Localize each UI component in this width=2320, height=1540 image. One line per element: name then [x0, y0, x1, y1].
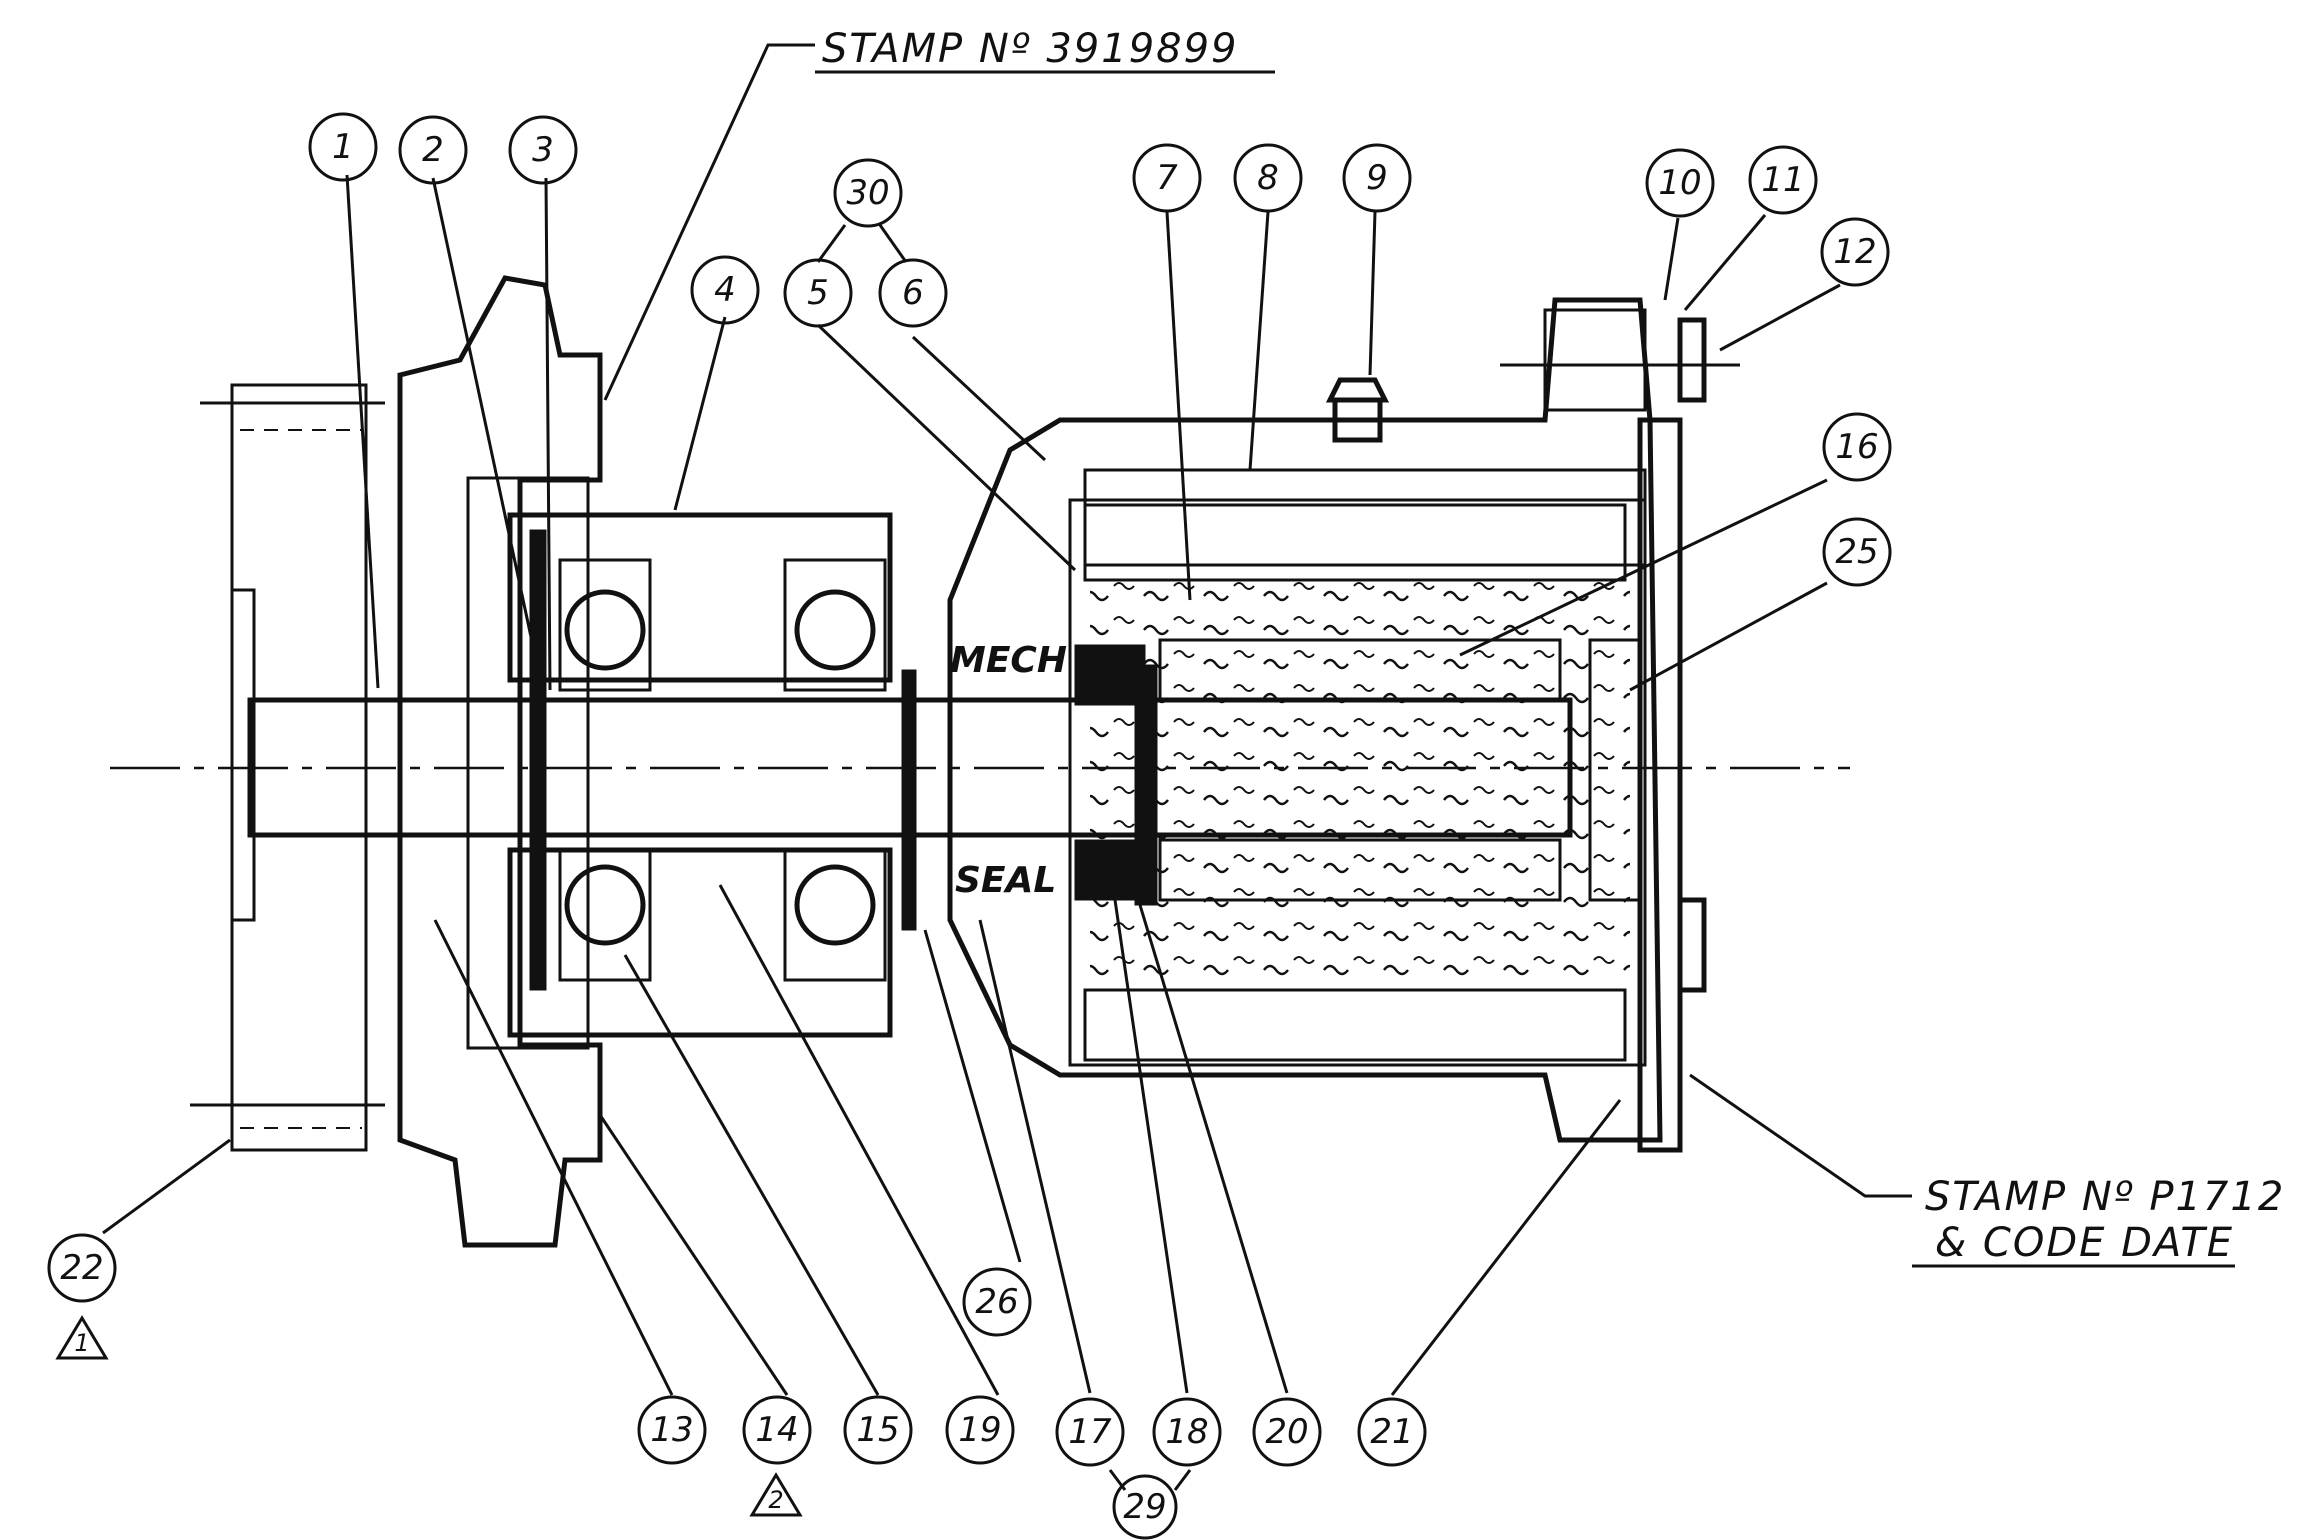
svg-text:14: 14	[755, 1410, 798, 1450]
circle-icon	[47, 1233, 117, 1303]
circle-icon	[878, 258, 948, 328]
circle-icon	[308, 112, 378, 182]
callout-13: 13	[637, 1395, 707, 1465]
mech-label: MECH	[950, 640, 1067, 681]
circle-icon	[962, 1267, 1032, 1337]
circle-icon	[1357, 1397, 1427, 1467]
svg-text:5: 5	[807, 273, 829, 313]
svg-text:2: 2	[422, 130, 444, 170]
circle-icon	[1233, 143, 1303, 213]
svg-text:7: 7	[1156, 158, 1178, 198]
stamp-right: STAMP Nº P1712 & CODE DATE	[1689, 1073, 2285, 1268]
svg-text:13: 13	[650, 1410, 693, 1450]
svg-text:2: 2	[768, 1486, 783, 1514]
circle-icon	[783, 258, 853, 328]
svg-text:22: 22	[60, 1248, 103, 1288]
svg-text:10: 10	[1658, 163, 1701, 203]
circle-icon	[843, 1395, 913, 1465]
circle-icon	[1132, 143, 1202, 213]
circle-icon	[1055, 1397, 1125, 1467]
circle-icon	[1645, 148, 1715, 218]
circle-icon	[742, 1395, 812, 1465]
callout-16: 16	[1822, 412, 1892, 482]
callout-18: 18	[1152, 1397, 1222, 1467]
callout-26: 26	[962, 1267, 1032, 1337]
svg-text:25: 25	[1835, 532, 1878, 572]
circle-icon	[1342, 143, 1412, 213]
callout-bubbles: 1 2 3 4 5 6 30 7 8 9 10 11 12 16 25 22 1…	[47, 112, 1892, 1540]
callout-25: 25	[1822, 517, 1892, 587]
end-cover	[1588, 317, 1707, 1153]
grease-fitting	[1325, 377, 1390, 443]
svg-text:9: 9	[1366, 158, 1388, 198]
callout-29: 29	[1112, 1474, 1178, 1540]
stamp-right-line1: STAMP Nº P1712	[1925, 1174, 2285, 1220]
callout-10: 10	[1645, 148, 1715, 218]
callout-4: 4	[690, 255, 760, 325]
circle-icon	[1252, 1397, 1322, 1467]
circle-icon	[1152, 1397, 1222, 1467]
stamp-right-line2: & CODE DATE	[1935, 1220, 2234, 1266]
callout-6: 6	[878, 258, 948, 328]
svg-text:19: 19	[958, 1410, 1001, 1450]
svg-text:30: 30	[846, 173, 889, 213]
triangle-icon: 2	[749, 1472, 803, 1517]
circle-icon	[1822, 517, 1892, 587]
svg-text:11: 11	[1761, 160, 1804, 200]
circle-icon	[833, 158, 903, 228]
svg-text:4: 4	[714, 270, 736, 310]
callout-1: 1	[308, 112, 378, 182]
front-bracket	[397, 275, 603, 1248]
circle-icon	[1820, 217, 1890, 287]
svg-text:29: 29	[1123, 1487, 1166, 1527]
callout-3: 3	[508, 115, 578, 185]
svg-text:1: 1	[74, 1329, 89, 1357]
callout-9: 9	[1342, 143, 1412, 213]
callout-30: 30	[833, 158, 903, 228]
leader-lines	[102, 174, 1841, 1491]
svg-text:1: 1	[332, 127, 354, 167]
callout-15: 15	[843, 1395, 913, 1465]
svg-text:6: 6	[902, 273, 924, 313]
circle-icon	[1112, 1474, 1178, 1540]
circle-icon	[398, 115, 468, 185]
callout-11: 11	[1748, 145, 1818, 215]
callout-5: 5	[783, 258, 853, 328]
svg-text:15: 15	[856, 1410, 899, 1450]
callout-14: 14	[742, 1395, 812, 1465]
svg-text:8: 8	[1257, 158, 1279, 198]
callout-17: 17	[1055, 1397, 1125, 1467]
callout-7: 7	[1132, 143, 1202, 213]
circle-icon	[637, 1395, 707, 1465]
circle-icon	[1748, 145, 1818, 215]
callout-12: 12	[1820, 217, 1890, 287]
triangle-icon: 1	[55, 1315, 109, 1360]
svg-text:26: 26	[975, 1282, 1018, 1322]
svg-text:20: 20	[1265, 1412, 1308, 1452]
callout-19: 19	[945, 1395, 1015, 1465]
svg-text:12: 12	[1833, 232, 1876, 272]
svg-text:3: 3	[532, 130, 554, 170]
seal-label: SEAL	[955, 860, 1056, 901]
circle-icon	[945, 1395, 1015, 1465]
ball-bearings	[564, 589, 876, 946]
callout-22: 22	[47, 1233, 117, 1303]
revision-markers: 1 2	[55, 1315, 803, 1517]
stamp-top: STAMP Nº 3919899	[603, 26, 1275, 401]
circle-icon	[1822, 412, 1892, 482]
callout-2: 2	[398, 115, 468, 185]
svg-text:21: 21	[1370, 1412, 1413, 1452]
pump-body	[947, 297, 1663, 1143]
callout-8: 8	[1233, 143, 1303, 213]
callout-20: 20	[1252, 1397, 1322, 1467]
stamp-top-text: STAMP Nº 3919899	[822, 26, 1239, 72]
bearing-housing	[507, 512, 893, 1038]
circle-icon	[690, 255, 760, 325]
callout-21: 21	[1357, 1397, 1427, 1467]
svg-text:16: 16	[1835, 427, 1878, 467]
svg-text:18: 18	[1165, 1412, 1208, 1452]
svg-text:17: 17	[1068, 1412, 1112, 1452]
circle-icon	[508, 115, 578, 185]
